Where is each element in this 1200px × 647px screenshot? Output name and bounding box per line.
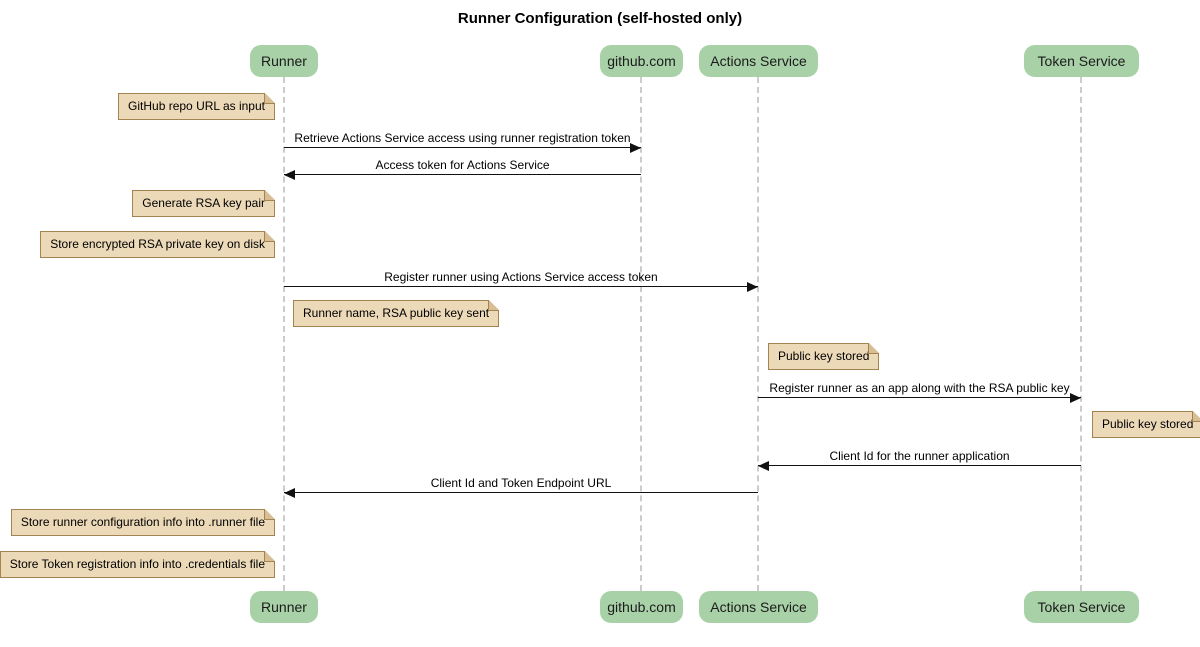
arrowhead-right-icon bbox=[1070, 393, 1081, 403]
message-line bbox=[284, 286, 758, 287]
participant-runner-top: Runner bbox=[250, 45, 318, 77]
arrowhead-right-icon bbox=[747, 282, 758, 292]
note: Runner name, RSA public key sent bbox=[293, 300, 500, 327]
note: Store Token registration info into .cred… bbox=[0, 551, 276, 578]
message-line bbox=[758, 465, 1081, 466]
participant-token-service-bottom: Token Service bbox=[1024, 591, 1139, 623]
message-label: Access token for Actions Service bbox=[375, 158, 550, 172]
participant-token-service-top: Token Service bbox=[1024, 45, 1139, 77]
message-label: Register runner using Actions Service ac… bbox=[384, 270, 658, 284]
lifeline-github bbox=[640, 77, 642, 591]
arrowhead-left-icon bbox=[284, 488, 295, 498]
arrowhead-left-icon bbox=[284, 170, 295, 180]
note: Store encrypted RSA private key on disk bbox=[40, 231, 275, 258]
note: Public key stored bbox=[768, 343, 880, 370]
message-line bbox=[284, 492, 758, 493]
message-label: Client Id for the runner application bbox=[829, 449, 1010, 463]
participant-github-bottom: github.com bbox=[600, 591, 683, 623]
lifeline-runner bbox=[283, 77, 285, 591]
participant-actions-service-bottom: Actions Service bbox=[699, 591, 818, 623]
participant-github-top: github.com bbox=[600, 45, 683, 77]
diagram-title: Runner Configuration (self-hosted only) bbox=[457, 10, 743, 27]
lifeline-actions-service bbox=[757, 77, 759, 591]
note: Store runner configuration info into .ru… bbox=[10, 509, 276, 536]
message-label: Register runner as an app along with the… bbox=[769, 381, 1070, 395]
message-label: Client Id and Token Endpoint URL bbox=[430, 476, 612, 490]
arrowhead-left-icon bbox=[758, 461, 769, 471]
message-line bbox=[758, 397, 1081, 398]
note: GitHub repo URL as input bbox=[118, 93, 275, 120]
arrowhead-right-icon bbox=[630, 143, 641, 153]
message-line bbox=[284, 147, 641, 148]
participant-runner-bottom: Runner bbox=[250, 591, 318, 623]
message-line bbox=[284, 174, 641, 175]
participant-actions-service-top: Actions Service bbox=[699, 45, 818, 77]
message-label: Retrieve Actions Service access using ru… bbox=[294, 131, 631, 145]
lifeline-token-service bbox=[1080, 77, 1082, 591]
note: Generate RSA key pair bbox=[132, 190, 275, 217]
note: Public key stored bbox=[1092, 411, 1200, 438]
